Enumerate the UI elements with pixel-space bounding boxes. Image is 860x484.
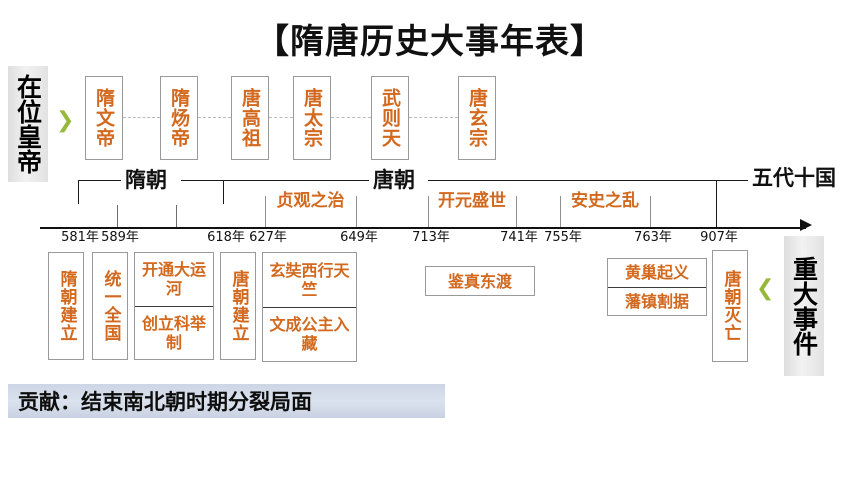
- emperor-name: 隋炀帝: [168, 88, 190, 148]
- axis-tick-589: [117, 205, 118, 227]
- event-text-fanzhen: 藩镇割据: [608, 286, 706, 316]
- event-text: 隋朝建立: [56, 270, 77, 342]
- event-text-wencheng: 文成公主入藏: [263, 306, 356, 362]
- dynasty-boundary-tick-907: [716, 180, 717, 227]
- contribution-banner: 贡献：结束南北朝时期分裂局面: [8, 384, 445, 418]
- event-text: 鉴真东渡: [447, 271, 512, 291]
- dynasty-bracket-line: [181, 180, 383, 181]
- period-tick-649: [356, 196, 357, 227]
- period-tick-741: [516, 196, 517, 227]
- period-tick-627: [265, 196, 266, 227]
- emperor-box-sui-yangdi[interactable]: 隋炀帝: [160, 76, 198, 160]
- emperor-box-tang-xuanzong[interactable]: 唐玄宗: [458, 76, 496, 160]
- event-box-group-sui-achievements[interactable]: 开通大运河 创立科举制: [134, 252, 214, 360]
- dynasty-bracket-line: [78, 180, 123, 181]
- year-label-627: 627年: [249, 230, 287, 245]
- emperor-name: 隋文帝: [93, 88, 115, 148]
- year-label-618: 618年: [207, 230, 245, 245]
- event-text-grand-canal: 开通大运河: [141, 260, 206, 299]
- emperor-name: 武则天: [379, 88, 401, 148]
- year-label-649: 649年: [340, 230, 378, 245]
- period-tick-763: [650, 196, 651, 227]
- dynasty-boundary-tick-581: [78, 180, 79, 204]
- emperor-connector-dash: [123, 117, 160, 118]
- axis-tick-mid-sui: [176, 205, 177, 227]
- dynasty-label-wudai: 五代十国: [748, 167, 840, 189]
- emperor-box-tang-gaozu[interactable]: 唐高祖: [231, 76, 269, 160]
- period-tick-713: [428, 196, 429, 227]
- emperor-name: 唐玄宗: [466, 88, 488, 148]
- year-label-589: 589年: [101, 230, 139, 245]
- event-box-tang-fell[interactable]: 唐朝灭亡: [712, 250, 748, 362]
- emperor-connector-dash: [409, 117, 458, 118]
- event-text-imperial-exam: 创立科举制: [135, 305, 213, 360]
- dynasty-bracket-line: [428, 180, 750, 181]
- year-label-581: 581年: [61, 230, 99, 245]
- major-events-label: 重大事件: [784, 236, 824, 376]
- event-box-jianzhen[interactable]: 鉴真东渡: [425, 266, 535, 296]
- period-label-zhenguan: 贞观之治: [276, 191, 345, 211]
- event-text-xuanzang: 玄奘西行天竺: [269, 260, 350, 299]
- emperor-name: 唐高祖: [239, 88, 261, 148]
- event-box-unify-china[interactable]: 统一全国: [92, 252, 128, 360]
- period-label-anshi: 安史之乱: [571, 191, 639, 211]
- event-box-group-tang-culture[interactable]: 玄奘西行天竺 文成公主入藏: [262, 252, 357, 362]
- event-text-huangchao: 黄巢起义: [624, 263, 689, 283]
- emperor-name: 唐太宗: [301, 88, 323, 148]
- year-label-713: 713年: [412, 230, 450, 245]
- timeline-axis: [40, 227, 806, 229]
- event-text: 统一全国: [100, 270, 121, 342]
- year-label-755: 755年: [544, 230, 582, 245]
- reigning-emperors-label-text: 在位皇帝: [13, 74, 43, 174]
- emperor-connector-dash: [198, 117, 231, 118]
- period-tick-755: [560, 196, 561, 227]
- emperor-connector-dash: [269, 117, 293, 118]
- emperor-box-tang-taizong[interactable]: 唐太宗: [293, 76, 331, 160]
- major-events-label-text: 重大事件: [789, 256, 819, 356]
- emperor-box-wu-zetian[interactable]: 武则天: [371, 76, 409, 160]
- reigning-emperors-label: 在位皇帝: [8, 66, 48, 182]
- emperor-box-sui-wendi[interactable]: 隋文帝: [85, 76, 123, 160]
- year-label-741: 741年: [500, 230, 538, 245]
- emperor-connector-dash: [331, 117, 371, 118]
- dynasty-label-sui: 隋朝: [121, 169, 171, 191]
- page-title: 【隋唐历史大事年表】: [255, 22, 605, 62]
- event-text: 唐朝建立: [228, 270, 249, 342]
- event-box-group-tang-decline[interactable]: 黄巢起义 藩镇割据: [607, 258, 707, 316]
- chevron-left-icon: ❮: [756, 276, 775, 301]
- period-label-kaiyuan: 开元盛世: [438, 191, 506, 211]
- timeline-arrow-icon: [800, 219, 812, 231]
- event-box-sui-founded[interactable]: 隋朝建立: [48, 252, 84, 360]
- dynasty-boundary-tick-618: [223, 180, 224, 204]
- dynasty-label-tang: 唐朝: [369, 169, 419, 191]
- year-label-907: 907年: [700, 230, 738, 245]
- event-text: 唐朝灭亡: [720, 270, 741, 342]
- event-box-tang-founded[interactable]: 唐朝建立: [220, 252, 256, 360]
- chevron-right-icon: ❯: [56, 108, 75, 133]
- year-label-763: 763年: [634, 230, 672, 245]
